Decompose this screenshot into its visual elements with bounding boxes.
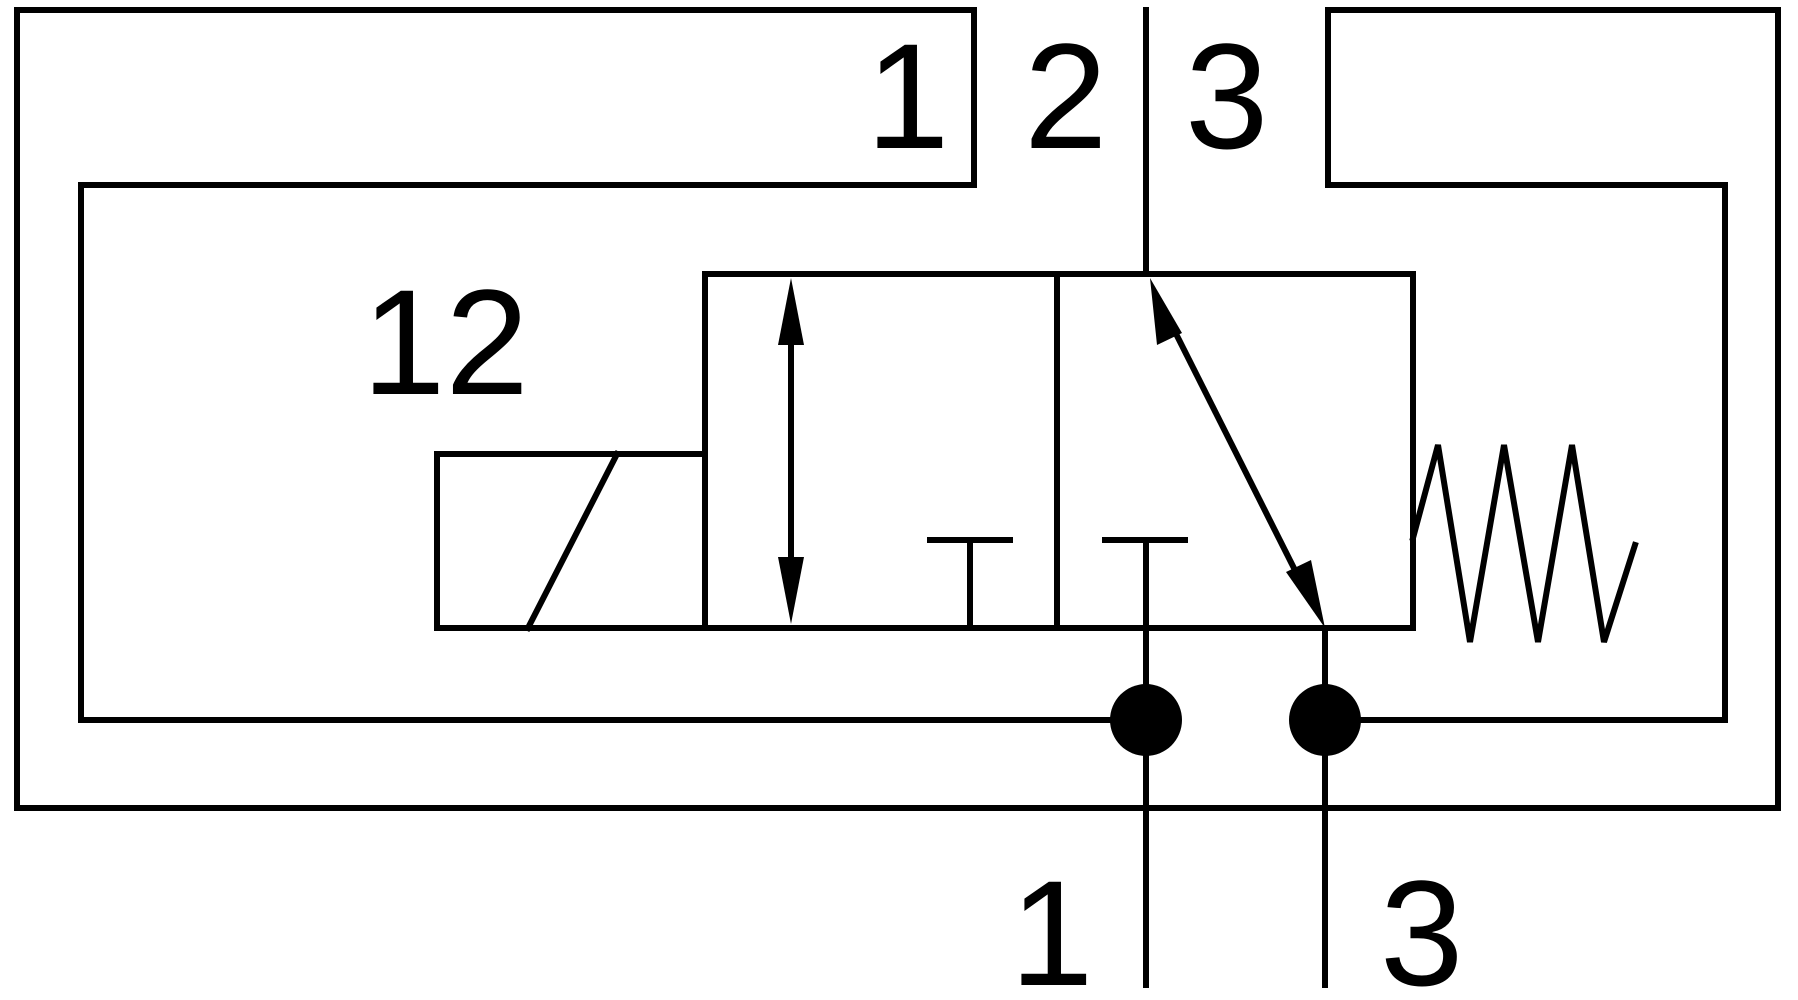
junction-dot-port-3	[1289, 684, 1361, 756]
return-spring	[1409, 444, 1639, 643]
label-top-port-3: 3	[1185, 12, 1268, 180]
valve-box-left	[702, 271, 1060, 631]
label-pilot-12: 12	[362, 258, 529, 426]
left-box-arrow-down	[778, 557, 804, 624]
outer-housing-outline	[14, 7, 1781, 811]
label-top-port-1: 1	[866, 12, 949, 180]
inner-channel-outline	[78, 7, 1728, 723]
solenoid-actuator	[434, 451, 708, 631]
valve-box-right	[1054, 271, 1416, 631]
left-box-arrow-up	[778, 278, 804, 345]
right-box-arrow-up	[1150, 278, 1182, 345]
label-bottom-port-3: 3	[1380, 849, 1463, 1000]
right-box-flow-line	[1155, 297, 1315, 605]
label-bottom-port-1: 1	[1010, 849, 1093, 1000]
right-box-arrow-down	[1286, 560, 1325, 628]
solenoid-slash	[523, 449, 622, 633]
label-top-port-2: 2	[1024, 12, 1107, 180]
junction-dot-port-1	[1110, 684, 1182, 756]
